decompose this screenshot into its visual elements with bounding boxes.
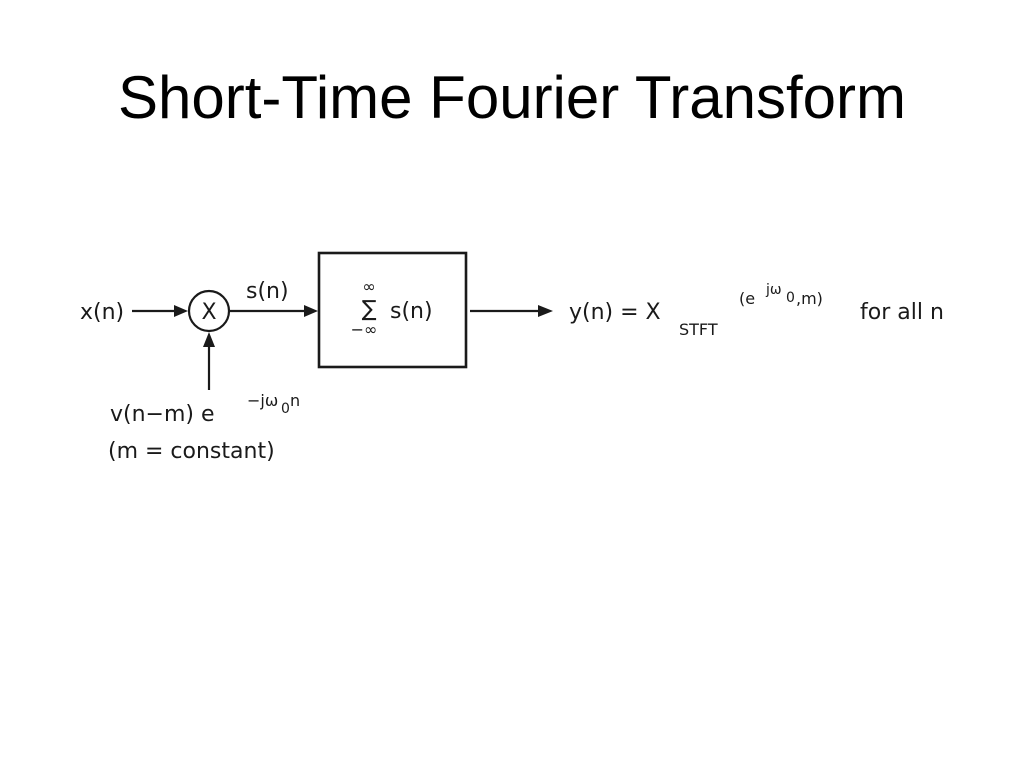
output-arg-exponent: jω <box>765 282 782 298</box>
output-subscript: STFT <box>679 320 718 339</box>
summation-block <box>317 251 468 369</box>
window-arrowhead <box>203 332 215 347</box>
slide-title: Short-Time Fourier Transform <box>118 64 906 131</box>
signal-arrowhead <box>304 305 318 317</box>
window-base: v(n−m) e <box>110 402 215 427</box>
sum-sigma: ∑ <box>362 297 377 322</box>
sum-upper-limit: ∞ <box>362 277 375 296</box>
input-arrowhead <box>174 305 188 317</box>
sum-summand: s(n) <box>390 299 433 324</box>
output-arg-exponent-sub: 0 <box>786 290 795 306</box>
window-note: (m = constant) <box>108 439 275 464</box>
input-label: x(n) <box>80 300 124 325</box>
multiplier-symbol: X <box>201 300 216 325</box>
intermediate-label: s(n) <box>246 279 289 304</box>
sum-lower-limit: −∞ <box>351 320 378 339</box>
window-exponent-tail: n <box>290 391 300 410</box>
window-exponent: −jω <box>247 391 278 410</box>
output-prefix: y(n) = X <box>569 300 661 325</box>
output-expression: y(n) = X <box>569 300 661 325</box>
window-exponent-sub: 0 <box>281 401 290 417</box>
output-arg-open: (e <box>739 289 755 308</box>
output-suffix: for all n <box>860 300 944 325</box>
output-arg-close: ,m) <box>796 289 823 308</box>
output-arrowhead <box>538 305 553 317</box>
